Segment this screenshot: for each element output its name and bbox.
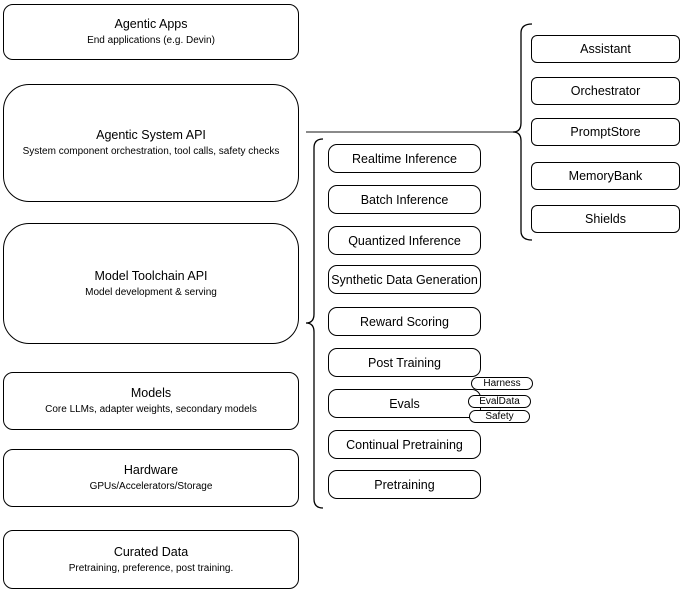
pill-label: Safety: [485, 411, 514, 422]
node-subtitle: End applications (e.g. Devin): [87, 35, 215, 46]
node-subtitle: Core LLMs, adapter weights, secondary mo…: [45, 404, 257, 415]
node-title: Model Toolchain API: [94, 268, 208, 283]
node-title: Models: [130, 386, 172, 400]
node-label: Realtime Inference: [352, 151, 457, 166]
node-evals: Evals: [328, 389, 481, 418]
node-promptstore: PromptStore: [531, 118, 680, 146]
node-orchestrator: Orchestrator: [531, 77, 680, 105]
node-model-toolchain-api: Model Toolchain API Model development & …: [3, 223, 299, 344]
toolchain-brace: [305, 138, 324, 509]
node-label: PromptStore: [570, 125, 641, 139]
pill-label: Harness: [483, 378, 521, 389]
node-realtime-inference: Realtime Inference: [328, 144, 481, 173]
node-memorybank: MemoryBank: [531, 162, 680, 190]
node-label: Quantized Inference: [348, 233, 461, 248]
node-subtitle: System component orchestration, tool cal…: [22, 146, 280, 157]
node-label: Orchestrator: [570, 84, 641, 98]
node-label: Evals: [389, 396, 420, 411]
node-pretraining: Pretraining: [328, 470, 481, 499]
node-title: Hardware: [123, 463, 179, 477]
node-subtitle: GPUs/Accelerators/Storage: [89, 481, 213, 492]
node-models: Models Core LLMs, adapter weights, secon…: [3, 372, 299, 430]
node-post-training: Post Training: [328, 348, 481, 377]
node-curated-data: Curated Data Pretraining, preference, po…: [3, 530, 299, 589]
pill-label: EvalData: [479, 396, 520, 407]
node-label: Batch Inference: [360, 192, 449, 207]
node-label: MemoryBank: [568, 169, 643, 183]
pill-harness: Harness: [471, 377, 533, 390]
node-assistant: Assistant: [531, 35, 680, 63]
node-agentic-apps: Agentic Apps End applications (e.g. Devi…: [3, 4, 299, 60]
node-quantized-inference: Quantized Inference: [328, 226, 481, 255]
node-label: Shields: [585, 212, 626, 226]
node-title: Curated Data: [113, 544, 189, 559]
node-title: Agentic Apps: [114, 17, 188, 31]
node-subtitle: Pretraining, preference, post training.: [68, 562, 234, 574]
node-hardware: Hardware GPUs/Accelerators/Storage: [3, 449, 299, 507]
node-reward-scoring: Reward Scoring: [328, 307, 481, 336]
node-label: Reward Scoring: [360, 314, 449, 329]
node-batch-inference: Batch Inference: [328, 185, 481, 214]
node-label: Synthetic Data Generation: [331, 272, 478, 287]
node-subtitle: Model development & serving: [85, 286, 217, 298]
pill-safety: Safety: [469, 410, 530, 423]
node-label: Pretraining: [374, 477, 435, 492]
node-title: Agentic System API: [96, 128, 206, 142]
node-agentic-system-api: Agentic System API System component orch…: [3, 84, 299, 202]
node-synthetic-data-generation: Synthetic Data Generation: [328, 265, 481, 294]
node-label: Continual Pretraining: [346, 437, 463, 452]
node-continual-pretraining: Continual Pretraining: [328, 430, 481, 459]
node-label: Assistant: [580, 42, 631, 56]
node-label: Post Training: [368, 355, 441, 370]
node-shields: Shields: [531, 205, 680, 233]
pill-evaldata: EvalData: [468, 395, 531, 408]
system-components-brace: [512, 23, 533, 241]
